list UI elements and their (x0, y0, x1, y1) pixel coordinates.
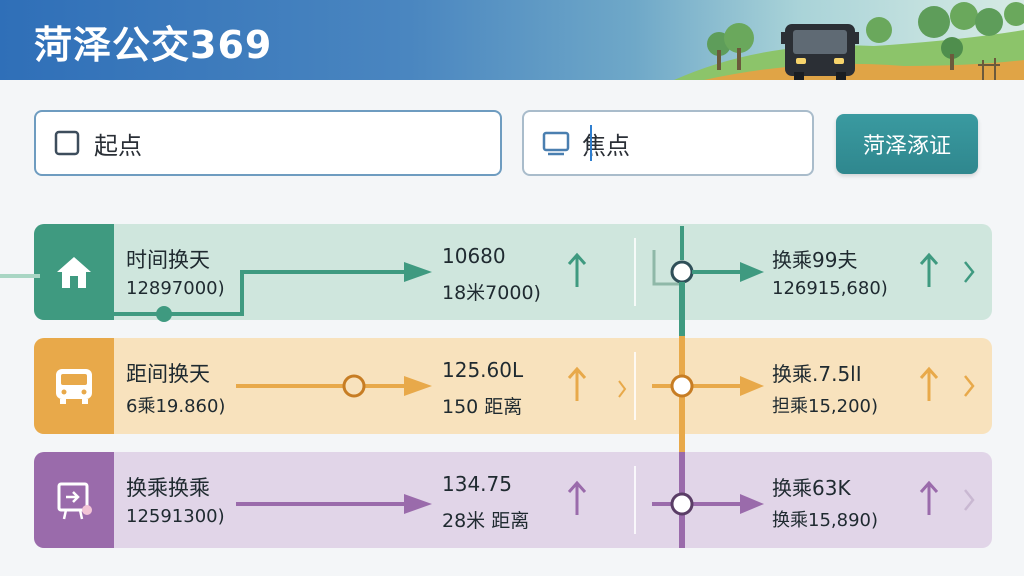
arrow-up-icon (919, 366, 939, 401)
route-subtitle: 12591300) (126, 506, 225, 527)
route-mid-value: 125.60L (442, 358, 524, 382)
app-title: 菏泽公交369 (34, 23, 273, 67)
header-bus-scenery-illustration (674, 2, 1024, 80)
route-mid-detail: 18米7000) (442, 282, 541, 304)
home-icon (57, 257, 91, 288)
end-point-input[interactable]: 焦点 (522, 110, 814, 176)
arrow-up-icon (567, 252, 587, 287)
chevron-right-icon[interactable] (962, 258, 976, 286)
route-right-detail: 126915,680) (772, 278, 888, 299)
route-mid-value: 134.75 (442, 472, 512, 496)
route-mid-detail: 150 距离 (442, 396, 523, 418)
chevron-right-icon (618, 380, 627, 398)
text-cursor (590, 125, 592, 161)
route-right-detail: 换乘15,890) (772, 510, 879, 531)
start-point-placeholder: 起点 (94, 131, 142, 160)
route-title: 距间换天 (126, 362, 210, 386)
route-title: 时间换天 (126, 248, 210, 272)
checkbox-icon (54, 130, 80, 156)
app-header: 菏泽公交369 (0, 0, 1024, 80)
route-mid-detail: 28米 距离 (442, 510, 530, 532)
arrow-up-icon (919, 480, 939, 515)
route-mid-value: 10680 (442, 244, 506, 268)
chevron-right-icon[interactable] (962, 372, 976, 400)
start-point-input[interactable]: 起点 (34, 110, 502, 176)
monitor-icon (542, 130, 570, 156)
card-divider (634, 466, 636, 534)
route-card-1[interactable]: 时间换天 12897000) 10680 18米7000) 换乘99夫 1269… (34, 224, 992, 320)
route-card-2[interactable]: 距间换天 6乘19.860) 125.60L 150 距离 换乘.7.5lI 担… (34, 338, 992, 434)
route-right-value: 换乘63K (772, 476, 851, 500)
query-button[interactable]: 菏泽涿证 (836, 114, 978, 174)
route-right-detail: 担乘15,200) (772, 396, 879, 417)
route-right-value: 换乘.7.5lI (772, 362, 862, 386)
route-right-value: 换乘99夫 (772, 248, 858, 272)
card-divider (634, 352, 636, 420)
transfer-board-icon (57, 482, 92, 520)
route-subtitle: 12897000) (126, 278, 225, 299)
arrow-up-icon (567, 480, 587, 515)
arrow-up-icon (567, 366, 587, 401)
card-divider (634, 238, 636, 306)
route-icon-strip (34, 338, 114, 434)
route-title: 换乘换乘 (126, 476, 210, 500)
route-icon-strip (34, 224, 114, 320)
route-icon-strip (34, 452, 114, 548)
arrow-up-icon (919, 252, 939, 287)
route-card-3[interactable]: 换乘换乘 12591300) 134.75 28米 距离 换乘63K 换乘15,… (34, 452, 992, 548)
bus-icon (56, 369, 92, 404)
route-subtitle: 6乘19.860) (126, 396, 226, 417)
chevron-right-icon[interactable] (962, 486, 976, 514)
